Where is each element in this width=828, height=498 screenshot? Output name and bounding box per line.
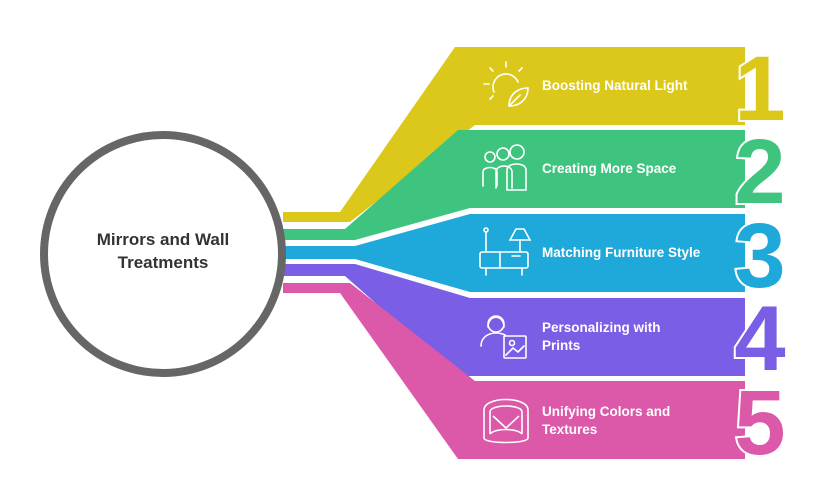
- person-picture-icon: [480, 315, 527, 359]
- number-4-text: 4: [734, 288, 785, 390]
- number-1: 1: [732, 36, 787, 142]
- people-group-icon: [482, 144, 527, 191]
- item-4-label: Personalizing with Prints: [542, 320, 661, 353]
- furniture-icon: [479, 227, 532, 276]
- item-5-label: Unifying Colors and Textures: [542, 404, 671, 437]
- number-2: 2: [732, 119, 787, 225]
- ribbon-2: [283, 130, 745, 240]
- item-1-label: Boosting Natural Light: [542, 78, 688, 93]
- sun-leaf-icon: [483, 61, 529, 107]
- item-2-label: Creating More Space: [542, 161, 677, 176]
- ribbon-1: [283, 47, 745, 222]
- number-4: 4: [732, 286, 787, 392]
- ribbon-3: [283, 214, 745, 292]
- number-1-text: 1: [734, 38, 785, 140]
- ribbon-5: [283, 283, 745, 459]
- number-3-text: 3: [734, 205, 785, 307]
- number-3: 3: [732, 203, 787, 309]
- number-2-text: 2: [734, 121, 785, 223]
- armchair-icon: [483, 398, 529, 444]
- number-5-text: 5: [734, 372, 785, 474]
- hub-title: Mirrors and Wall Treatments: [96, 230, 230, 272]
- item-3-label: Matching Furniture Style: [542, 245, 701, 260]
- number-5: 5: [732, 370, 787, 476]
- ribbon-4: [283, 264, 745, 376]
- hub-circle: [40, 131, 286, 377]
